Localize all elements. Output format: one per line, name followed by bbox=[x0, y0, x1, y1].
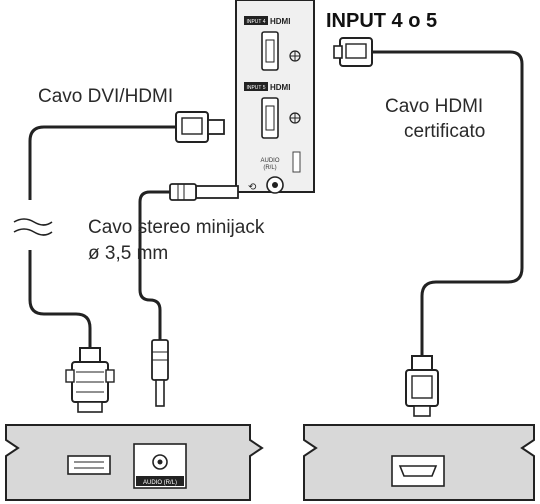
left-dvi-port[interactable] bbox=[67, 455, 111, 475]
minijack-cable-label-1: Cavo stereo minijack bbox=[88, 217, 265, 238]
hdmi-cable-label-1: Cavo HDMI bbox=[385, 96, 483, 117]
minijack-cable bbox=[138, 183, 256, 407]
dvi-hdmi-cable-label: Cavo DVI/HDMI bbox=[38, 86, 173, 107]
input4-hdmi-logo: HDMI bbox=[270, 17, 290, 26]
input5-hdmi-logo: HDMI bbox=[270, 83, 290, 92]
input5-tag-box-text: INPUT 5 bbox=[246, 85, 265, 91]
minijack-cable-label-2: ø 3,5 mm bbox=[88, 243, 168, 264]
tv-audio-label-1: AUDIO bbox=[260, 158, 279, 164]
hdmi-cable-right bbox=[333, 37, 524, 417]
input5-tag-box bbox=[244, 82, 268, 91]
left-audio-out-label: AUDIO (R/L) bbox=[143, 480, 177, 486]
dvi-hdmi-cable bbox=[13, 111, 225, 413]
input-title: INPUT 4 o 5 bbox=[326, 10, 437, 32]
hdmi-port-1[interactable] bbox=[261, 31, 279, 71]
hdmi-cable-label-2: certificato bbox=[404, 121, 485, 142]
tv-audio-label-2: (R/L) bbox=[263, 165, 276, 171]
input4-tag-box bbox=[244, 16, 268, 25]
right-hdmi-port[interactable] bbox=[391, 455, 445, 487]
audio-in-arrow-icon: ⟲ bbox=[248, 182, 257, 193]
left-source-device: AUDIO (R/L) bbox=[5, 424, 264, 501]
input4-tag-box-text: INPUT 4 bbox=[246, 19, 265, 25]
right-source-device bbox=[303, 424, 535, 501]
tv-rear-panel: INPUT 4 HDMI INPUT 5 HDMI AUDIO (R/L) ⟲ bbox=[235, 0, 315, 194]
hdmi-port-2[interactable] bbox=[261, 97, 279, 139]
